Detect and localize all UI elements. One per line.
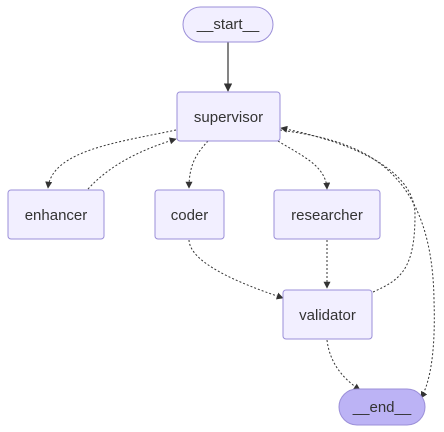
edge-supervisor-to-coder <box>185 140 209 189</box>
node-enhancer[interactable]: enhancer <box>7 189 105 240</box>
node-enhancer-shape <box>7 189 105 240</box>
node-start-label: __start__ <box>196 16 260 33</box>
node-start[interactable]: __start__ <box>182 6 274 43</box>
edge-validator-to-end <box>326 339 361 391</box>
node-researcher-label: researcher <box>291 207 363 224</box>
edges <box>45 42 435 399</box>
node-end-shape <box>338 388 426 426</box>
node-validator-shape <box>282 289 373 340</box>
edge-enhancer-to-supervisor <box>87 137 177 190</box>
node-supervisor-label: supervisor <box>194 109 263 126</box>
node-coder[interactable]: coder <box>154 189 225 240</box>
node-validator-label: validator <box>299 307 356 324</box>
node-validator[interactable]: validator <box>282 289 373 340</box>
node-coder-shape <box>154 189 225 240</box>
node-supervisor-shape <box>176 91 281 142</box>
node-start-shape <box>182 6 274 43</box>
edge-validator-to-supervisor <box>280 125 416 293</box>
node-researcher-shape <box>273 189 381 240</box>
node-end[interactable]: __end__ <box>338 388 426 426</box>
node-coder-label: coder <box>171 207 209 224</box>
node-enhancer-label: enhancer <box>25 207 88 224</box>
edge-supervisor-to-end <box>279 129 435 399</box>
node-end-label: __end__ <box>352 399 412 416</box>
node-supervisor[interactable]: supervisor <box>176 91 281 142</box>
node-researcher[interactable]: researcher <box>273 189 381 240</box>
edge-supervisor-to-enhancer <box>45 129 177 189</box>
edge-supervisor-to-researcher <box>277 140 331 190</box>
edge-coder-to-validator <box>188 239 284 300</box>
